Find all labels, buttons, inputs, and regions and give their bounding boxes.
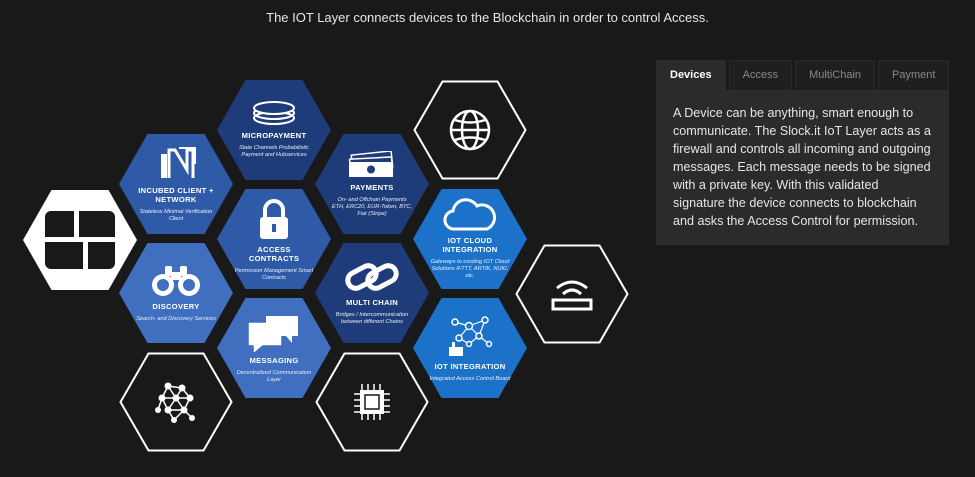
hex-title: IOT INTEGRATION [434, 361, 506, 371]
hex-title: MICROPAYMENT [241, 131, 307, 140]
hex-outline-chip [315, 352, 429, 452]
network-device-icon [449, 315, 493, 356]
hex-outline-network [119, 352, 233, 452]
tab-devices[interactable]: Devices [656, 60, 726, 90]
hex-title: IOT CLOUD INTEGRATION [442, 236, 498, 254]
binoculars-icon [152, 265, 200, 296]
slockit-logo-icon [45, 211, 115, 269]
hex-outline-globe [413, 80, 527, 180]
hex-title: INCUBED CLIENT + NETWORK [138, 185, 214, 204]
router-icon [551, 280, 593, 311]
hex-subtitle: State Channels Probabilistic Payment and… [239, 145, 309, 158]
hex-discovery: DISCOVERY Search- and Discovery Services [119, 243, 233, 343]
hex-iot-integration: IOT INTEGRATION Integrated Access Contro… [413, 298, 527, 398]
hex-iot-cloud-integration: IOT CLOUD INTEGRATION Gateways to existi… [413, 189, 527, 289]
hexagon-diagram: MICROPAYMENT State Channels Probabilisti… [23, 80, 629, 452]
hex-subtitle: Gateways to existing IOT Cloud Solutions… [430, 259, 510, 279]
hex-subtitle: Search- and Discovery Services [136, 315, 216, 322]
globe-icon [449, 109, 491, 151]
tab-multichain[interactable]: MultiChain [795, 60, 876, 90]
hex-access-contracts: ACCESS CONTRACTS Permission Management S… [217, 189, 331, 289]
chat-bubbles-icon [248, 316, 298, 352]
hex-micropayment: MICROPAYMENT State Channels Probabilisti… [217, 80, 331, 180]
hex-slockit-logo [23, 190, 137, 290]
hex-multi-chain: MULTI CHAIN Bridges / Intercommunication… [315, 243, 429, 343]
coins-icon [253, 101, 295, 125]
neural-network-icon [155, 382, 195, 423]
chain-link-icon [345, 263, 399, 291]
tab-access[interactable]: Access [728, 60, 793, 90]
hex-payments: PAYMENTS On- and Offchain Payments ETH, … [315, 134, 429, 234]
hex-title: ACCESS CONTRACTS [248, 244, 300, 263]
hex-incubed-client: INCUBED CLIENT + NETWORK Stateless Minim… [119, 134, 233, 234]
hex-title: DISCOVERY [152, 301, 200, 311]
hex-subtitle: On- and Offchain Payments ETH, ERC20, EU… [332, 196, 412, 217]
hex-title: PAYMENTS [350, 182, 394, 192]
hex-title: MULTI CHAIN [345, 298, 399, 307]
headline: The IOT Layer connects devices to the Bl… [266, 10, 709, 25]
cloud-icon [443, 198, 497, 231]
cash-icon [348, 150, 394, 177]
incubed-logo-icon [161, 146, 196, 178]
padlock-icon [260, 198, 288, 239]
hex-title: MESSAGING [249, 356, 299, 365]
hex-subtitle: Bridges / Intercommunication between dif… [335, 312, 409, 325]
hex-outline-router [515, 244, 629, 344]
hex-messaging: MESSAGING Decentralized Communication La… [217, 298, 331, 398]
hex-subtitle: Decentralized Communication Layer [236, 370, 312, 383]
microchip-icon [354, 384, 390, 420]
tab-bar: Devices Access MultiChain Payment [656, 60, 950, 90]
info-panel: Devices Access MultiChain Payment A Devi… [656, 60, 950, 245]
tab-payment[interactable]: Payment [878, 60, 950, 90]
hex-subtitle: Permission Management Smart Contracts [234, 267, 314, 281]
hex-subtitle: Stateless Minimal Verification Client [139, 208, 213, 222]
tab-content: A Device can be anything, smart enough t… [656, 90, 949, 245]
hex-subtitle: Integrated Access Control Board [429, 375, 511, 382]
